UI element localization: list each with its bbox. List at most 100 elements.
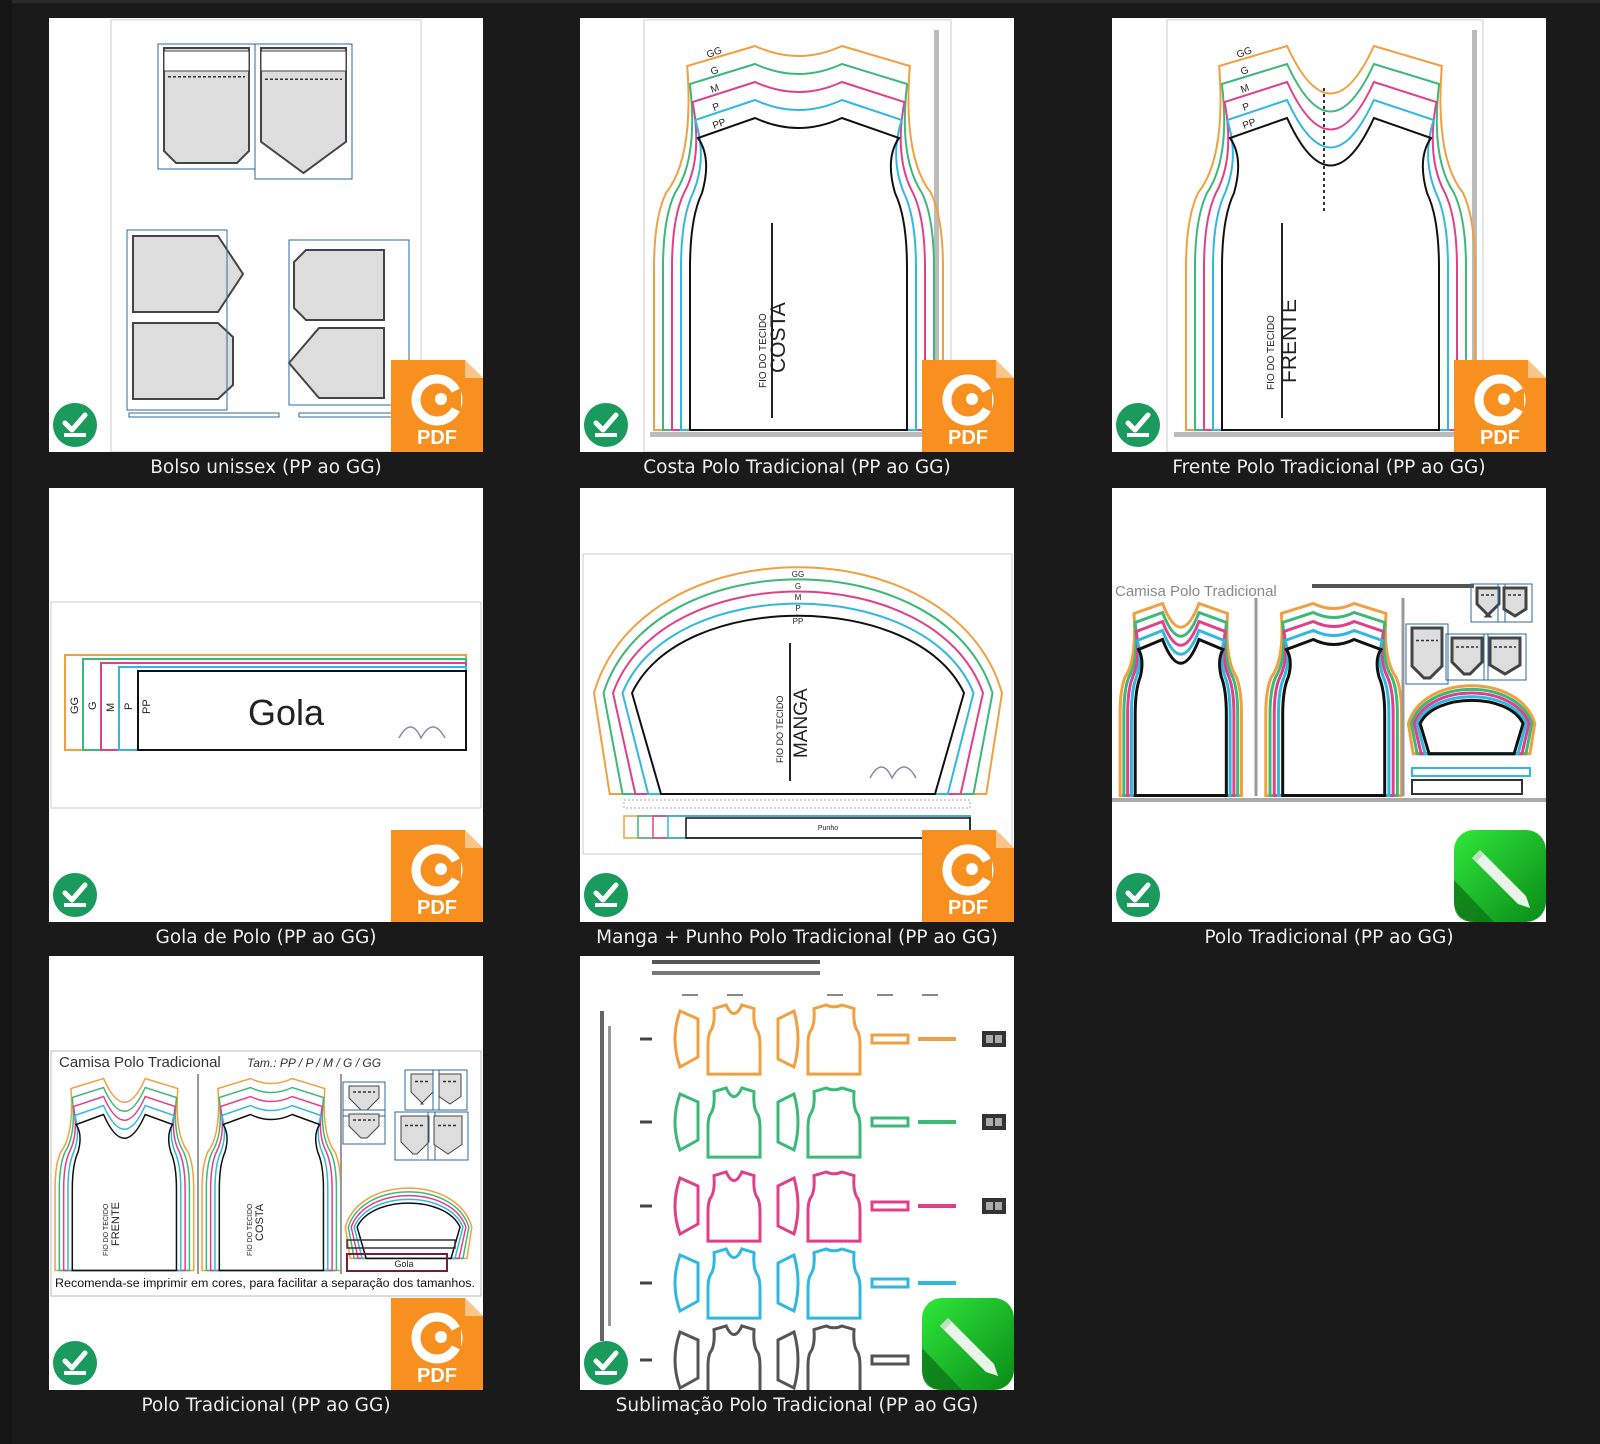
file-name[interactable]: Gola de Polo (PP ao GG) <box>155 927 377 948</box>
size-outline <box>357 1203 460 1258</box>
check-sync-icon <box>1115 402 1161 448</box>
check-sync-icon <box>583 1340 629 1386</box>
size-outline <box>219 1115 323 1271</box>
size-row <box>640 1172 1006 1241</box>
title-bar <box>1312 584 1474 588</box>
size-outline <box>211 1097 332 1271</box>
cuff-piece <box>870 1354 910 1366</box>
size-label: G <box>709 65 720 78</box>
hem-band <box>623 799 971 809</box>
file-item-manga[interactable]: Punho GG G M P PP FIO DO TECIDO MANGA PD… <box>580 488 1014 958</box>
pocket-piece <box>995 1035 1002 1043</box>
grain-label: FIO DO TECIDO <box>103 1203 110 1256</box>
file-item-sublimacao[interactable]: Sublimação Polo Tradicional (PP ao GG) <box>580 956 1014 1426</box>
size-label: G <box>87 701 99 710</box>
pdf-file-icon: PDF <box>391 1298 483 1390</box>
check-sync-icon <box>52 402 98 448</box>
ruler <box>650 432 940 437</box>
file-name[interactable]: Costa Polo Tradicional (PP ao GG) <box>643 457 951 478</box>
size-outline <box>55 1079 194 1271</box>
file-item-polo-drawing[interactable]: Camisa Polo Tradicional Polo Tradicional… <box>1112 488 1546 958</box>
pocket-shape <box>132 235 245 313</box>
file-item-costa[interactable]: GG G M P PP FIO DO TECIDO COSTA PDF Cost… <box>580 18 1014 488</box>
file-name[interactable]: Frente Polo Tradicional (PP ao GG) <box>1172 457 1486 478</box>
size-outline <box>72 1115 176 1271</box>
pdf-file-icon: PDF <box>922 360 1014 452</box>
size-outline <box>594 567 1002 794</box>
cuff-strip <box>1411 767 1531 777</box>
size-outline <box>1266 604 1402 796</box>
sleeve-piece <box>1408 686 1534 754</box>
pocket-piece <box>982 1198 1006 1214</box>
pen-drawing-icon <box>922 1298 1014 1390</box>
piece-label: COSTA <box>767 302 790 373</box>
sleeve-pattern-preview: Punho GG G M P PP FIO DO TECIDO MANGA <box>582 553 1013 855</box>
file-name[interactable]: Manga + Punho Polo Tradicional (PP ao GG… <box>596 927 998 948</box>
size-outline <box>604 579 993 794</box>
pocket-pieces <box>1405 583 1533 685</box>
sleeve-piece <box>673 1175 700 1237</box>
pocket-shape <box>348 1113 380 1139</box>
pocket-piece <box>986 1118 993 1126</box>
file-name[interactable]: Sublimação Polo Tradicional (PP ao GG) <box>615 1395 979 1416</box>
sleeve-piece <box>776 1329 800 1390</box>
file-item-gola[interactable]: GG G M P PP Gola PDF Gola de Polo (PP ao… <box>49 488 483 958</box>
piece-outline <box>708 1172 760 1241</box>
size-label: G <box>795 582 801 591</box>
pocket-piece <box>995 1118 1002 1126</box>
sublimation-layout-preview <box>600 960 1006 1390</box>
grain-label: FIO DO TECIDO <box>247 1203 254 1256</box>
side-bar <box>608 1026 611 1326</box>
sleeve-piece <box>673 1252 700 1314</box>
size-outline <box>1128 622 1234 796</box>
check-sync-icon <box>52 1340 98 1386</box>
piece-outline <box>708 1088 760 1157</box>
size-row <box>640 1326 910 1390</box>
size-outline <box>672 82 925 430</box>
file-item-polo-pdf[interactable]: Camisa Polo Tradicional Tam.: PP / P / M… <box>49 956 483 1426</box>
thumbnail: Camisa Polo Tradicional Tam.: PP / P / M… <box>49 956 483 1390</box>
size-outline <box>1274 622 1393 796</box>
pocket-piece <box>982 1114 1006 1130</box>
dimension-box <box>342 1109 386 1145</box>
svg-text:PDF: PDF <box>948 897 988 919</box>
front-piece <box>708 1005 760 1074</box>
front-piece <box>708 1172 760 1241</box>
file-name[interactable]: Polo Tradicional (PP ao GG) <box>141 1395 391 1416</box>
size-labels: GG G M P PP <box>705 45 728 132</box>
svg-text:PDF: PDF <box>417 1365 457 1387</box>
dimension-box <box>126 229 228 411</box>
size-outline <box>663 64 934 430</box>
size-outline <box>1411 689 1532 753</box>
piece-label: FRENTE <box>1278 299 1301 383</box>
dimension-box <box>1497 583 1533 623</box>
size-outline <box>1420 700 1523 753</box>
file-item-bolso[interactable]: PDF Bolso unissex (PP ao GG) <box>49 18 483 488</box>
pocket-rotated <box>293 249 385 321</box>
pocket-rotated <box>132 322 234 400</box>
size-outline <box>59 1088 189 1271</box>
file-name[interactable]: Polo Tradicional (PP ao GG) <box>1204 927 1454 948</box>
sleeve-piece <box>776 1091 800 1153</box>
size-outline <box>613 592 983 794</box>
file-item-frente[interactable]: GG G M P PP FIO DO TECIDO FRENTE PDF Fre… <box>1112 18 1546 488</box>
piece-outline <box>708 1005 760 1074</box>
ruler <box>1472 30 1477 430</box>
pocket-shape <box>1450 636 1484 676</box>
pocket-shape <box>293 249 385 321</box>
check-sync-icon <box>583 402 629 448</box>
size-label: PP <box>1241 117 1258 132</box>
brand-mark <box>869 766 917 780</box>
cuff-piece <box>870 1200 910 1212</box>
thumbnail: GG G M P PP FIO DO TECIDO FRENTE <box>1112 18 1546 452</box>
size-outline <box>632 616 964 794</box>
size-labels: GG G M P PP <box>69 697 153 714</box>
sleeve-piece <box>673 1329 700 1390</box>
size-outline <box>654 46 943 430</box>
back-piece <box>202 1079 341 1271</box>
file-name[interactable]: Bolso unissex (PP ao GG) <box>150 457 382 478</box>
polo-layout-preview: Camisa Polo Tradicional <box>1112 583 1546 802</box>
front-piece <box>708 1326 760 1390</box>
back-piece <box>808 1088 860 1157</box>
size-outline <box>1204 82 1457 430</box>
